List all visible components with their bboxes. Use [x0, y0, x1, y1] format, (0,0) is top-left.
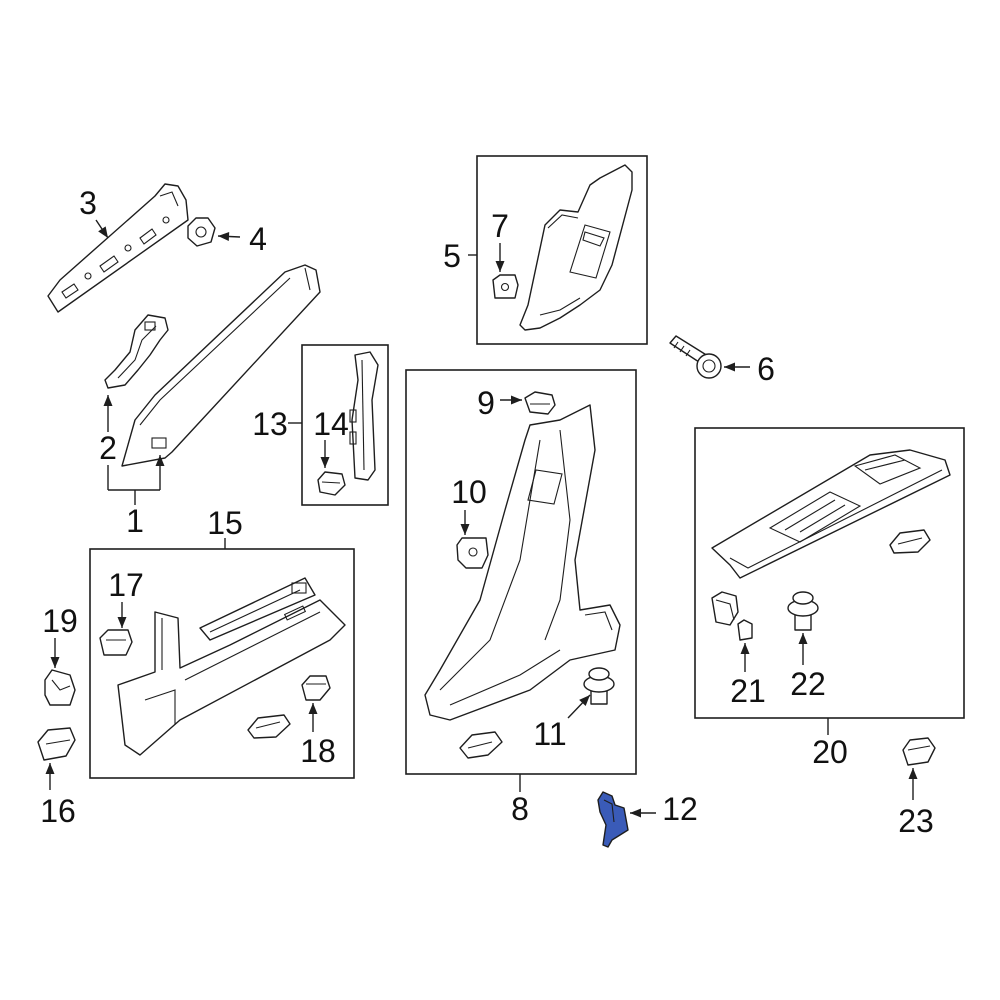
- callout-21: 21: [730, 673, 766, 709]
- arrowhead: [218, 232, 230, 241]
- box-15-small-clip[interactable]: [247, 714, 291, 739]
- callout-8: 8: [511, 791, 529, 827]
- arrowhead: [798, 633, 808, 644]
- part-18-clip[interactable]: [301, 675, 331, 701]
- arrowhead: [630, 808, 641, 818]
- part-7-clip[interactable]: [492, 274, 519, 299]
- part-11-push-pin[interactable]: [583, 667, 615, 705]
- callout-23: 23: [898, 803, 934, 839]
- part-1-pillar-trim[interactable]: [121, 264, 321, 467]
- arrowhead: [103, 395, 113, 406]
- arrowhead: [460, 524, 470, 535]
- arrowhead: [511, 395, 522, 405]
- callout-6: 6: [757, 351, 775, 387]
- arrowhead: [740, 643, 750, 654]
- arrowhead: [579, 695, 590, 707]
- callout-4: 4: [249, 221, 267, 257]
- group-box-8: [405, 369, 637, 775]
- callout-3: 3: [79, 185, 97, 221]
- arrowhead: [320, 457, 330, 468]
- group-box-15: [89, 548, 355, 779]
- group-box-13: [301, 344, 389, 506]
- part-8-pillar-trim[interactable]: [424, 404, 621, 721]
- box-8-small-clip[interactable]: [459, 731, 503, 759]
- callout-18: 18: [300, 733, 336, 769]
- part-10-clip[interactable]: [456, 537, 489, 569]
- callout-11: 11: [533, 716, 566, 752]
- part-6-bolt[interactable]: [669, 335, 722, 379]
- callout-2: 2: [99, 430, 117, 466]
- callout-13: 13: [252, 406, 288, 442]
- callouts: 3 4 5 7 2 1 13 14 6 9 10 11 8 12 15 17 1…: [40, 185, 934, 839]
- callout-10: 10: [451, 474, 487, 510]
- part-15-sill-trim[interactable]: [117, 599, 346, 756]
- callout-9: 9: [477, 385, 495, 421]
- part-21-clip[interactable]: [737, 619, 753, 641]
- callout-22: 22: [790, 666, 826, 702]
- arrowhead: [308, 703, 318, 714]
- part-2-clip[interactable]: [104, 314, 169, 389]
- part-17-clip[interactable]: [99, 629, 133, 656]
- part-3-bracket[interactable]: [47, 183, 189, 313]
- callout-20: 20: [812, 734, 848, 770]
- arrowhead: [155, 455, 165, 466]
- arrowhead: [98, 226, 108, 238]
- callout-7: 7: [491, 208, 509, 244]
- box-20-small-clip[interactable]: [889, 529, 931, 554]
- part-9-clip[interactable]: [524, 391, 556, 415]
- part-5-upper-trim[interactable]: [519, 164, 633, 331]
- part-22-push-pin[interactable]: [787, 591, 819, 631]
- arrowhead: [724, 362, 735, 372]
- part-13-strip[interactable]: [349, 351, 379, 481]
- part-4-nut[interactable]: [187, 217, 216, 247]
- callout-19: 19: [42, 603, 78, 639]
- part-16-clip[interactable]: [37, 727, 76, 761]
- arrowhead: [45, 763, 55, 774]
- callout-14: 14: [313, 406, 349, 442]
- part-12-bracket[interactable]: [597, 791, 629, 848]
- arrowhead: [117, 617, 127, 628]
- callout-17: 17: [108, 567, 144, 603]
- callout-16: 16: [40, 793, 76, 829]
- part-19-clip[interactable]: [44, 669, 76, 706]
- part-23-clip[interactable]: [902, 737, 936, 766]
- leader-lines: [45, 219, 918, 818]
- group-box-20: [694, 427, 965, 719]
- part-14-clip[interactable]: [317, 471, 346, 496]
- callout-15: 15: [207, 505, 243, 541]
- callout-12: 12: [662, 791, 698, 827]
- group-box-5: [476, 155, 648, 345]
- box-20-cube-clip[interactable]: [711, 591, 739, 626]
- arrowhead: [50, 657, 60, 668]
- part-20-console[interactable]: [711, 449, 951, 579]
- callout-5: 5: [443, 238, 461, 274]
- part-15-upper-strip[interactable]: [199, 577, 316, 641]
- arrowhead: [908, 768, 918, 779]
- callout-1: 1: [126, 503, 144, 539]
- arrowhead: [495, 261, 505, 272]
